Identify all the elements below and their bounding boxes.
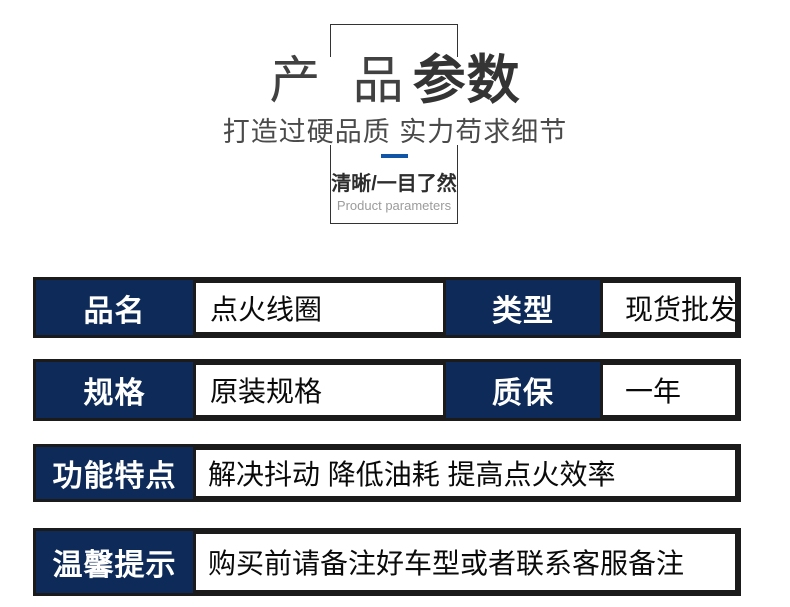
tagline-cn: 清晰/一目了然 bbox=[331, 173, 457, 195]
value-features: 解决抖动 降低油耗 提高点火效率 bbox=[193, 447, 738, 499]
label-product-name: 品名 bbox=[83, 294, 146, 328]
tagline-en: Product parameters bbox=[336, 198, 452, 213]
value-tips: 购买前请备注好车型或者联系客服备注 bbox=[193, 531, 738, 593]
row-product-name-type: 品名 点火线圈 类型 现货批发 bbox=[33, 277, 741, 338]
value-warranty: 一年 bbox=[600, 362, 738, 418]
row-spec-warranty: 规格 原装规格 质保 一年 bbox=[33, 359, 741, 421]
page-title: 产 品参数 bbox=[0, 52, 790, 123]
page-subtitle: 打造过硬品质 实力苟求细节 bbox=[222, 117, 568, 147]
label-features: 功能特点 bbox=[52, 460, 177, 493]
page-title-bold: 参数 bbox=[412, 51, 521, 110]
label-type: 类型 bbox=[492, 294, 554, 328]
label-tips: 温馨提示 bbox=[52, 549, 177, 582]
row-tips: 温馨提示 购买前请备注好车型或者联系客服备注 bbox=[33, 528, 741, 596]
accent-dash bbox=[380, 154, 408, 158]
value-type: 现货批发 bbox=[600, 280, 738, 335]
value-spec: 原装规格 bbox=[193, 362, 446, 418]
tagline-box: 清晰/一目了然 Product parameters bbox=[330, 145, 458, 224]
label-spec: 规格 bbox=[83, 377, 146, 410]
params-table: 品名 点火线圈 类型 现货批发 规格 原装规格 质保 一年 功能特点 解决抖动 … bbox=[33, 277, 741, 596]
top-bracket-frame bbox=[330, 24, 458, 57]
page-title-regular: 产 品 bbox=[269, 52, 413, 109]
row-features: 功能特点 解决抖动 降低油耗 提高点火效率 bbox=[33, 444, 741, 502]
label-warranty: 质保 bbox=[492, 377, 554, 410]
value-product-name: 点火线圈 bbox=[193, 280, 446, 335]
